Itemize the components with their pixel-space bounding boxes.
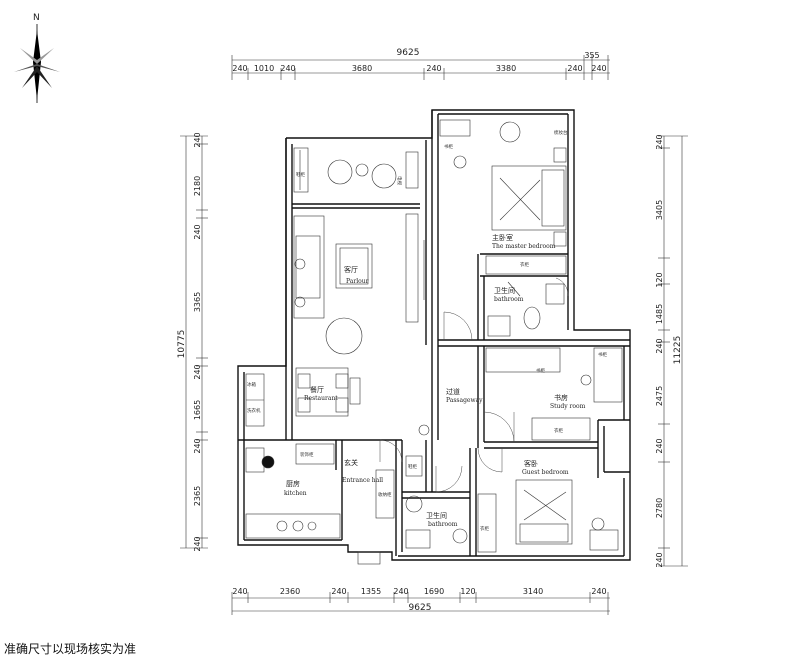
shoe-cabinet-label: 鞋柜 — [296, 171, 305, 178]
dining-furniture — [295, 367, 361, 417]
bottom-dim-2: 240 — [331, 587, 346, 596]
entrance-shoe-label: 鞋柜 — [408, 463, 417, 470]
entrance-furniture — [357, 455, 423, 565]
bottom-dim-6: 120 — [460, 587, 475, 596]
bottom-dim-5: 1690 — [424, 587, 444, 596]
fridge-label: 冰箱 — [247, 381, 256, 388]
right-dim-8: 240 — [655, 552, 664, 567]
right-dimensions — [658, 135, 688, 567]
bath1-cn: 卫生间 — [494, 286, 515, 295]
top-dim-7: 240 — [591, 64, 606, 73]
bottom-dim-1: 2360 — [280, 587, 300, 596]
right-dim-4: 240 — [655, 338, 664, 353]
top-dim-0: 240 — [232, 64, 247, 73]
right-dim-6: 240 — [655, 438, 664, 453]
right-dim-7: 2780 — [655, 498, 664, 518]
entrance-cn: 玄关 — [344, 458, 358, 467]
top-dim-5: 3380 — [496, 64, 516, 73]
tv-label: 电视 — [396, 176, 403, 185]
left-dim-2: 240 — [193, 224, 202, 239]
entrance-cabinet-label: 收纳柜 — [378, 491, 392, 498]
balcony-furniture — [293, 147, 419, 193]
bottom-total-dim: 9625 — [409, 603, 432, 613]
dressing-label: 梳妆台 — [554, 129, 568, 136]
bottom-dim-7: 3140 — [523, 587, 543, 596]
bath1-en: bathroom — [494, 296, 524, 303]
entrance-en: Entrance hall — [342, 477, 383, 484]
guest-en: Guest bedroom — [522, 469, 569, 476]
sideboard-label: 装饰柜 — [300, 451, 314, 458]
bath2-en: bathroom — [428, 521, 458, 528]
study-en: Study room — [550, 403, 586, 410]
right-dim-2: 120 — [655, 272, 664, 287]
left-dimensions — [180, 135, 208, 549]
top-dim-1: 1010 — [254, 64, 274, 73]
left-dim-6: 240 — [193, 438, 202, 453]
left-total-dim: 10775 — [177, 330, 187, 359]
left-dim-3: 3365 — [193, 292, 202, 312]
guest-furniture — [477, 479, 619, 553]
walls — [237, 109, 631, 561]
top-total-dim: 9625 — [397, 48, 420, 58]
guest-wardrobe-label: 衣柜 — [480, 525, 489, 532]
study-wardrobe-top-label: 书柜 — [598, 351, 607, 358]
left-dim-8: 240 — [193, 536, 202, 551]
parlour-cn: 客厅 — [344, 265, 358, 274]
bath1-fixtures — [487, 281, 565, 337]
master-cn: 主卧室 — [492, 233, 513, 242]
right-dim-5: 2475 — [655, 386, 664, 406]
top-dim-6: 240 — [567, 64, 582, 73]
restaurant-en: Restaurant — [304, 395, 338, 402]
left-dim-0: 240 — [193, 132, 202, 147]
top-dim-3: 3680 — [352, 64, 372, 73]
left-dim-7: 2365 — [193, 486, 202, 506]
kitchen-furniture — [245, 373, 341, 539]
left-dim-1: 2180 — [193, 176, 202, 196]
parlour-furniture — [293, 213, 425, 355]
footnote: 准确尺寸以现场核实为准 — [4, 642, 137, 656]
bottom-dimensions — [231, 592, 610, 615]
master-wardrobe-label: 衣柜 — [520, 261, 529, 268]
right-dim-0: 240 — [655, 134, 664, 149]
top-dimensions — [231, 55, 610, 80]
top-extra-dim: 355 — [584, 51, 599, 60]
right-dim-1: 3405 — [655, 200, 664, 220]
right-dim-3: 1485 — [655, 304, 664, 324]
left-dim-4: 240 — [193, 364, 202, 379]
study-furniture — [485, 347, 623, 441]
top-dim-4: 240 — [426, 64, 441, 73]
right-total-dim: 11225 — [673, 336, 683, 365]
restaurant-cn: 餐厅 — [310, 385, 324, 394]
bottom-dim-4: 240 — [393, 587, 408, 596]
parlour-en: Parlour — [346, 278, 369, 285]
guest-cn: 客卧 — [524, 459, 538, 468]
study-wardrobe-label: 衣柜 — [554, 427, 563, 434]
passage-cn: 过道 — [446, 387, 460, 396]
study-cn: 书房 — [554, 393, 568, 402]
study-bookcase-label: 书柜 — [536, 367, 545, 374]
bath2-fixtures — [405, 495, 468, 549]
passage-fixture — [418, 424, 430, 436]
top-dim-2: 240 — [280, 64, 295, 73]
master-en: The master bedroom — [492, 243, 556, 250]
compass-north-label: N — [33, 13, 40, 23]
bottom-dim-0: 240 — [232, 587, 247, 596]
kitchen-cn: 厨房 — [286, 479, 300, 488]
bottom-dim-8: 240 — [591, 587, 606, 596]
door-swings — [379, 277, 569, 493]
washer-label: 洗衣机 — [247, 407, 261, 414]
passage-en: Passageway — [446, 397, 483, 404]
bath2-cn: 卫生间 — [426, 511, 447, 520]
left-dim-5: 1665 — [193, 400, 202, 420]
compass-icon: N — [14, 13, 60, 103]
bottom-dim-3: 1355 — [361, 587, 381, 596]
kitchen-en: kitchen — [284, 490, 307, 497]
master-shoe-label: 书柜 — [444, 143, 453, 150]
master-furniture — [439, 119, 567, 275]
